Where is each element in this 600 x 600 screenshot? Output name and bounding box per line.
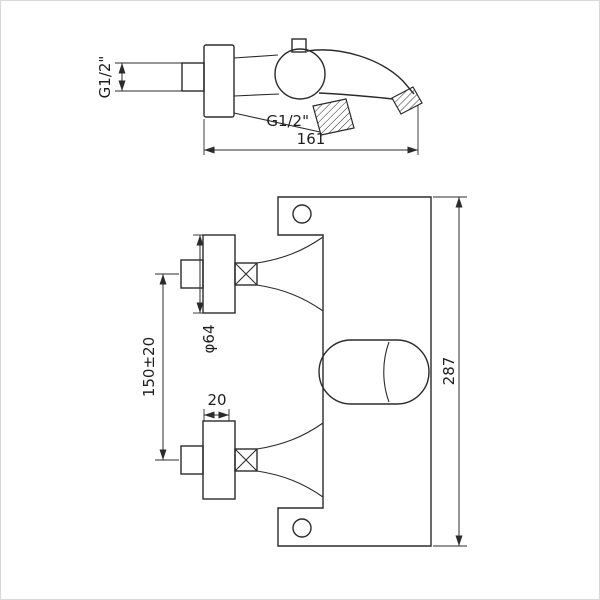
dimension-inlet-thread: G1/2" — [96, 56, 182, 99]
dimension-overall-width: 161 — [203, 105, 419, 155]
mounting-hole-bottom — [292, 518, 312, 538]
dim-label-spout-thread: G1/2" — [266, 112, 309, 130]
dim-label-offset: 20 — [207, 391, 226, 409]
dim-label-inlet-spacing: 150±20 — [140, 337, 158, 397]
valve-body-top — [202, 234, 236, 314]
nipple-section-bottom — [234, 448, 258, 472]
aerator-hatch — [391, 86, 423, 115]
body-connector-top — [233, 54, 279, 59]
valve-assembly-bottom — [180, 420, 324, 500]
spout-bottom-edge — [318, 92, 394, 100]
inlet-stub — [181, 62, 205, 92]
mixer-body-circle — [274, 48, 326, 100]
dim-label-overall-width: 161 — [297, 130, 326, 148]
body-underside — [233, 112, 321, 133]
dimension-inlet-spacing: 150±20 — [140, 273, 179, 461]
escutcheon-flare-bottom-upper — [256, 422, 324, 450]
front-view: φ64 150±20 20 287 — [140, 196, 467, 547]
shower-outlet-hatch — [312, 98, 355, 136]
dim-label-inlet-thread: G1/2" — [96, 56, 114, 99]
diverter-stem — [291, 38, 307, 53]
valve-body-bottom — [202, 420, 236, 500]
escutcheon-flare-bottom-lower — [256, 470, 324, 498]
handle-lever — [318, 339, 430, 405]
dim-label-body-diameter: φ64 — [200, 325, 218, 354]
valve-assembly-top — [180, 234, 324, 314]
spout-top-edge — [306, 49, 415, 95]
escutcheon-flare-top-lower — [256, 284, 324, 312]
escutcheon-flare-top-upper — [256, 236, 324, 264]
nipple-section-top — [234, 262, 258, 286]
handle-joint-line — [383, 341, 390, 403]
body-connector-bottom — [233, 93, 280, 97]
dimension-offset: 20 — [203, 391, 230, 421]
inlet-stub-bottom — [180, 445, 204, 475]
side-view: G1/2" G1/2" 161 — [96, 38, 423, 155]
dimension-body-diameter: φ64 — [193, 234, 218, 354]
dim-label-overall-height: 287 — [440, 357, 458, 386]
mounting-plate — [277, 196, 432, 547]
mounting-hole-top — [292, 204, 312, 224]
dimension-overall-height: 287 — [433, 196, 467, 547]
wall-flange — [203, 44, 235, 118]
